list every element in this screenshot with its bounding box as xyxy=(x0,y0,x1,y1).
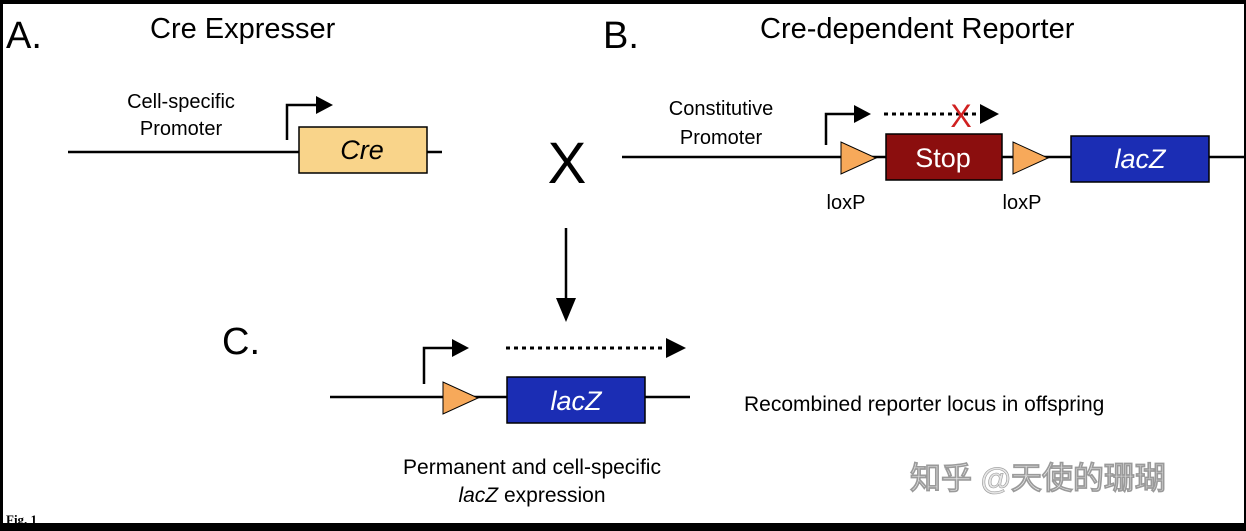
cross-symbol: X xyxy=(548,131,587,196)
panel-c-transcription-arrowhead xyxy=(666,338,686,358)
panel-c-promoter-arrowhead xyxy=(452,339,469,357)
panel-a-title: Cre Expresser xyxy=(150,13,336,45)
panel-c-letter: C. xyxy=(222,321,260,363)
panel-a-promoter-label-line2: Promoter xyxy=(140,118,223,140)
figure-label: Fig. 1 xyxy=(6,512,37,526)
panel-c-caption-line2: lacZ expression xyxy=(458,484,605,507)
panel-c-description: Recombined reporter locus in offspring xyxy=(744,393,1104,416)
panel-a-promoter-arrow xyxy=(285,103,318,140)
panel-c-lacz-gene-box xyxy=(506,376,646,424)
panel-b-promoter-label-line1: Constitutive xyxy=(669,98,774,120)
panel-c-caption-rest: expression xyxy=(498,484,605,507)
stop-cassette-label: Stop xyxy=(915,143,971,173)
panel-b-letter: B. xyxy=(603,15,639,57)
panel-a-promoter-label-line1: Cell-specific xyxy=(127,91,235,113)
panel-b-promoter-label-line2: Promoter xyxy=(680,127,763,149)
panel-c-promoter-arrow xyxy=(422,346,454,384)
diagram-panel xyxy=(3,4,1244,523)
panel-c-caption-italic: lacZ xyxy=(458,484,499,507)
loxp-label-right: loxP xyxy=(1003,192,1042,214)
loxp-site-left xyxy=(840,141,878,175)
panel-b-promoter-arrowhead xyxy=(854,105,871,123)
cre-gene-label: Cre xyxy=(340,135,384,165)
loxp-site-right xyxy=(1012,141,1050,175)
panel-b-lacz-gene-box xyxy=(1070,135,1210,183)
panel-c-caption-line1: Permanent and cell-specific xyxy=(403,456,661,479)
panel-c-loxp-site xyxy=(442,381,480,415)
panel-b-lacz-gene-label: lacZ xyxy=(1114,144,1167,174)
panel-c-lacz-gene-label: lacZ xyxy=(550,386,603,416)
watermark: 知乎 @天使的珊瑚 xyxy=(910,461,1166,496)
panel-b-blocked-x-mark: X xyxy=(950,98,971,134)
panel-b-blocked-transcription-arrowhead xyxy=(980,104,999,124)
stop-cassette-box xyxy=(885,133,1003,181)
cross-result-arrowhead xyxy=(556,298,576,322)
panel-a-promoter-arrowhead xyxy=(316,96,333,114)
panel-a-letter: A. xyxy=(6,15,42,57)
panel-b-title: Cre-dependent Reporter xyxy=(760,13,1075,45)
loxp-label-left: loxP xyxy=(827,192,866,214)
cre-gene-box xyxy=(298,126,428,174)
panel-b-promoter-arrow xyxy=(824,112,856,145)
